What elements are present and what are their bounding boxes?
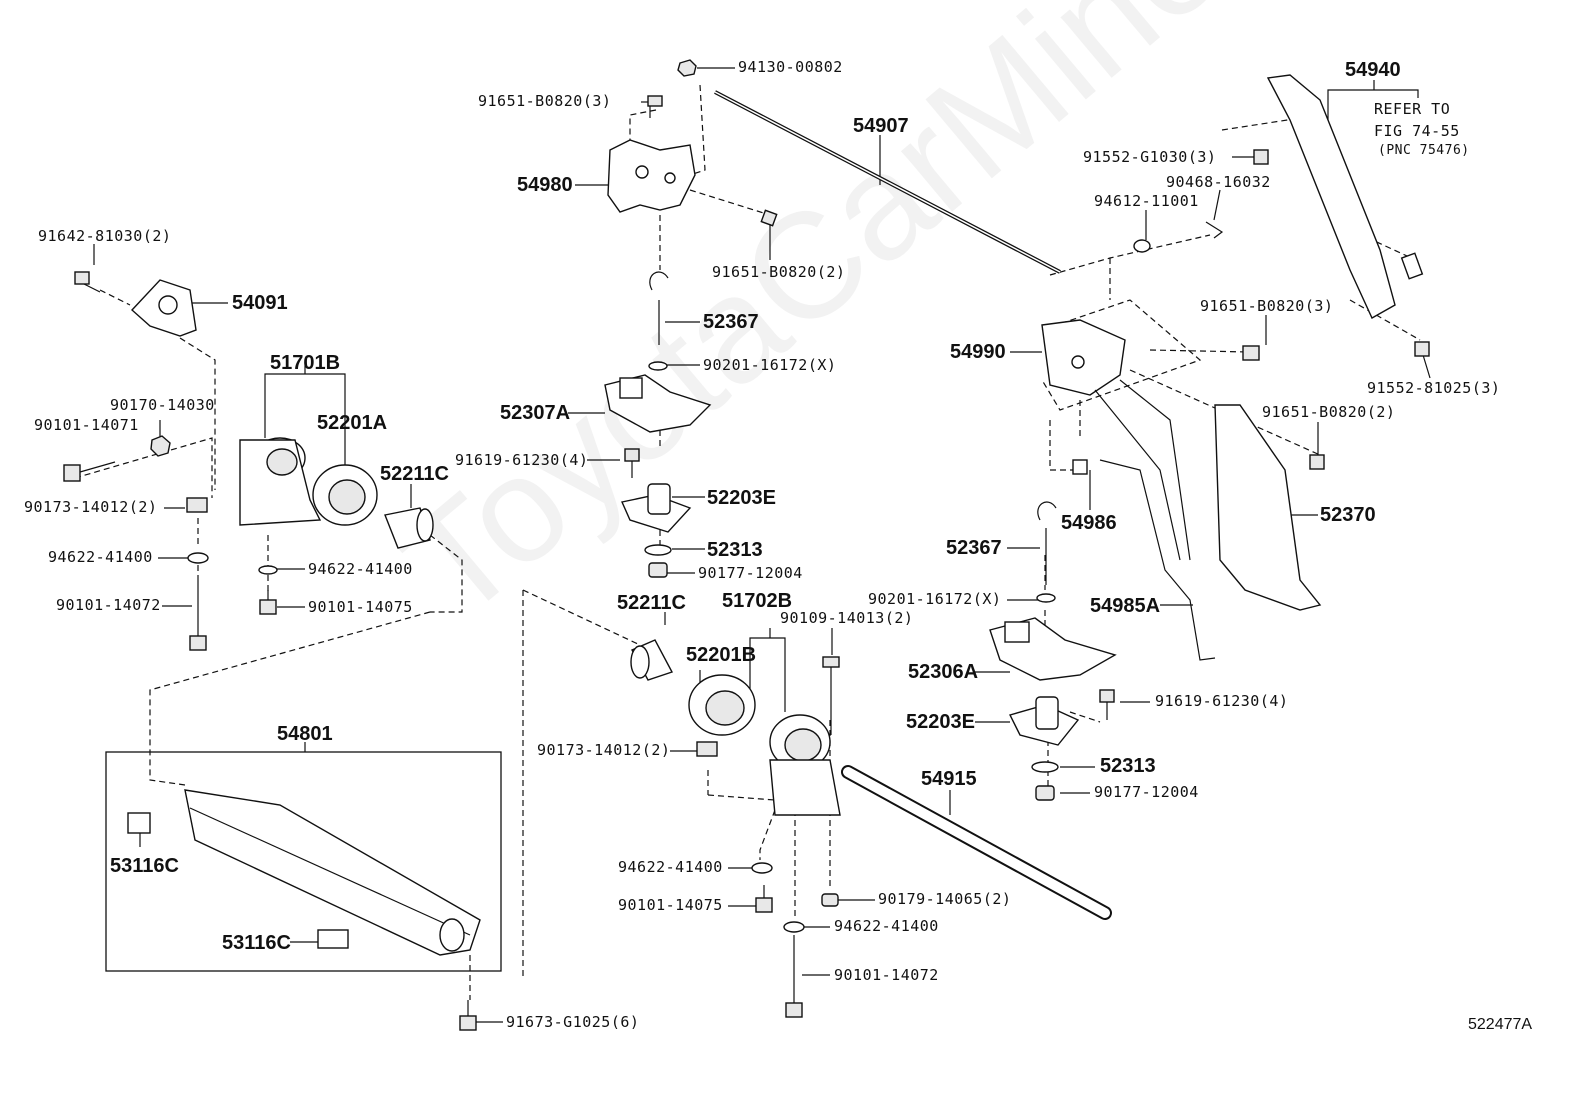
leader-lines xyxy=(93,67,1431,1023)
label-53116c-right: 53116C xyxy=(222,932,291,954)
label-90201-16172-right: 90201-16172(X) xyxy=(868,590,1002,608)
label-52211c-upper: 52211C xyxy=(380,463,449,485)
assembly-dashed-lines xyxy=(74,84,1421,1000)
label-90173-14012-lower: 90173-14012(2) xyxy=(537,741,671,759)
label-54990: 54990 xyxy=(950,341,1006,363)
label-90170-14030: 90170-14030 xyxy=(110,396,215,414)
label-54801: 54801 xyxy=(277,723,333,745)
label-52370: 52370 xyxy=(1320,504,1376,526)
label-52367-left: 52367 xyxy=(703,311,759,333)
label-91642-81030: 91642-81030(2) xyxy=(38,227,172,245)
label-90101-14072-left: 90101-14072 xyxy=(56,596,161,614)
label-52307a: 52307A xyxy=(500,402,571,424)
label-52203e-left: 52203E xyxy=(707,487,776,509)
label-52306a: 52306A xyxy=(908,661,979,683)
label-51702b: 51702B xyxy=(722,590,793,612)
assembly-54801-box xyxy=(105,751,502,972)
diagram-code: 522477A xyxy=(1468,1016,1533,1033)
label-52313-left: 52313 xyxy=(707,539,763,561)
label-90101-14075-lower: 90101-14075 xyxy=(618,896,723,914)
label-52313-right: 52313 xyxy=(1100,755,1156,777)
label-54940: 54940 xyxy=(1345,59,1401,81)
label-91651-b0820-3-right: 91651-B0820(3) xyxy=(1200,297,1334,315)
refer-note-line1: REFER TO xyxy=(1374,100,1451,118)
label-54091: 54091 xyxy=(232,292,288,314)
label-54985a: 54985A xyxy=(1090,595,1161,617)
label-91651-b0820-2-right: 91651-B0820(2) xyxy=(1262,403,1396,421)
label-91673-g1025: 91673-G1025(6) xyxy=(506,1013,640,1031)
label-94130-00802: 94130-00802 xyxy=(738,58,843,76)
label-90177-12004-right: 90177-12004 xyxy=(1094,783,1199,801)
label-91651-b0820-3-top: 91651-B0820(3) xyxy=(478,92,612,110)
label-94612-11001: 94612-11001 xyxy=(1094,192,1199,210)
label-91552-81025: 91552-81025(3) xyxy=(1367,379,1501,397)
label-52201b: 52201B xyxy=(686,644,757,666)
label-90468-16032: 90468-16032 xyxy=(1166,173,1271,191)
label-90177-12004-left: 90177-12004 xyxy=(698,564,803,582)
label-90179-14065: 90179-14065(2) xyxy=(878,890,1012,908)
label-91552-g1030: 91552-G1030(3) xyxy=(1083,148,1217,166)
label-54980: 54980 xyxy=(517,174,573,196)
label-94622-41400-c: 94622-41400 xyxy=(618,858,723,876)
label-52201a: 52201A xyxy=(317,412,388,434)
refer-note-line2: FIG 74-55 xyxy=(1374,122,1460,140)
label-90173-14012-upper: 90173-14012(2) xyxy=(24,498,158,516)
label-90201-16172-left: 90201-16172(X) xyxy=(703,356,837,374)
label-90101-14072-lower: 90101-14072 xyxy=(834,966,939,984)
label-91619-61230-right: 91619-61230(4) xyxy=(1155,692,1289,710)
label-52367-right: 52367 xyxy=(946,537,1002,559)
label-54915: 54915 xyxy=(921,768,977,790)
label-94622-41400-a: 94622-41400 xyxy=(48,548,153,566)
label-54986: 54986 xyxy=(1061,512,1117,534)
parts-shapes xyxy=(63,59,1430,1031)
label-54907: 54907 xyxy=(853,115,909,137)
label-91651-b0820-2-top: 91651-B0820(2) xyxy=(712,263,846,281)
label-94622-41400-d: 94622-41400 xyxy=(834,917,939,935)
label-51701b: 51701B xyxy=(270,352,341,374)
label-52203e-right: 52203E xyxy=(906,711,975,733)
label-53116c-left: 53116C xyxy=(110,855,179,877)
label-52211c-lower: 52211C xyxy=(617,592,686,614)
label-94622-41400-b: 94622-41400 xyxy=(308,560,413,578)
refer-note-line3: (PNC 75476) xyxy=(1378,143,1470,158)
label-91619-61230-left: 91619-61230(4) xyxy=(455,451,589,469)
label-90101-14075-upper: 90101-14075 xyxy=(308,598,413,616)
label-90109-14013: 90109-14013(2) xyxy=(780,609,914,627)
label-90101-14071: 90101-14071 xyxy=(34,416,139,434)
